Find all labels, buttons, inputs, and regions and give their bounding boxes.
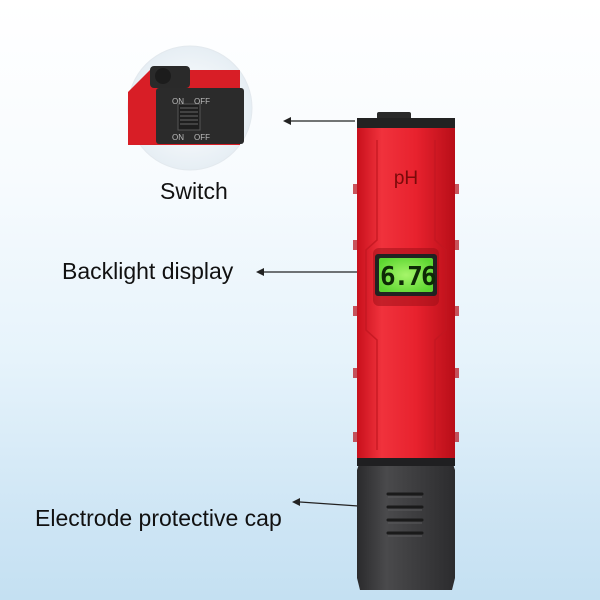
- switch-arrow: [283, 117, 355, 125]
- meter-ph-label: pH: [393, 168, 419, 189]
- switch-inset: [127, 45, 253, 171]
- electrode-cap-label: Electrode protective cap: [35, 505, 282, 531]
- switch-on-label: ON: [172, 97, 184, 106]
- lcd-reading: 6.76: [380, 262, 437, 292]
- display-arrow: [256, 268, 370, 276]
- switch-off-label-bottom: OFF: [194, 133, 210, 142]
- meter-top-switch: [357, 112, 455, 128]
- switch-on-label-bottom: ON: [172, 133, 184, 142]
- backlight-display-label: Backlight display: [62, 258, 234, 284]
- switch-label: Switch: [160, 178, 228, 204]
- switch-off-label: OFF: [194, 97, 210, 106]
- electrode-cap: [357, 458, 455, 590]
- backlight-display: [375, 254, 437, 296]
